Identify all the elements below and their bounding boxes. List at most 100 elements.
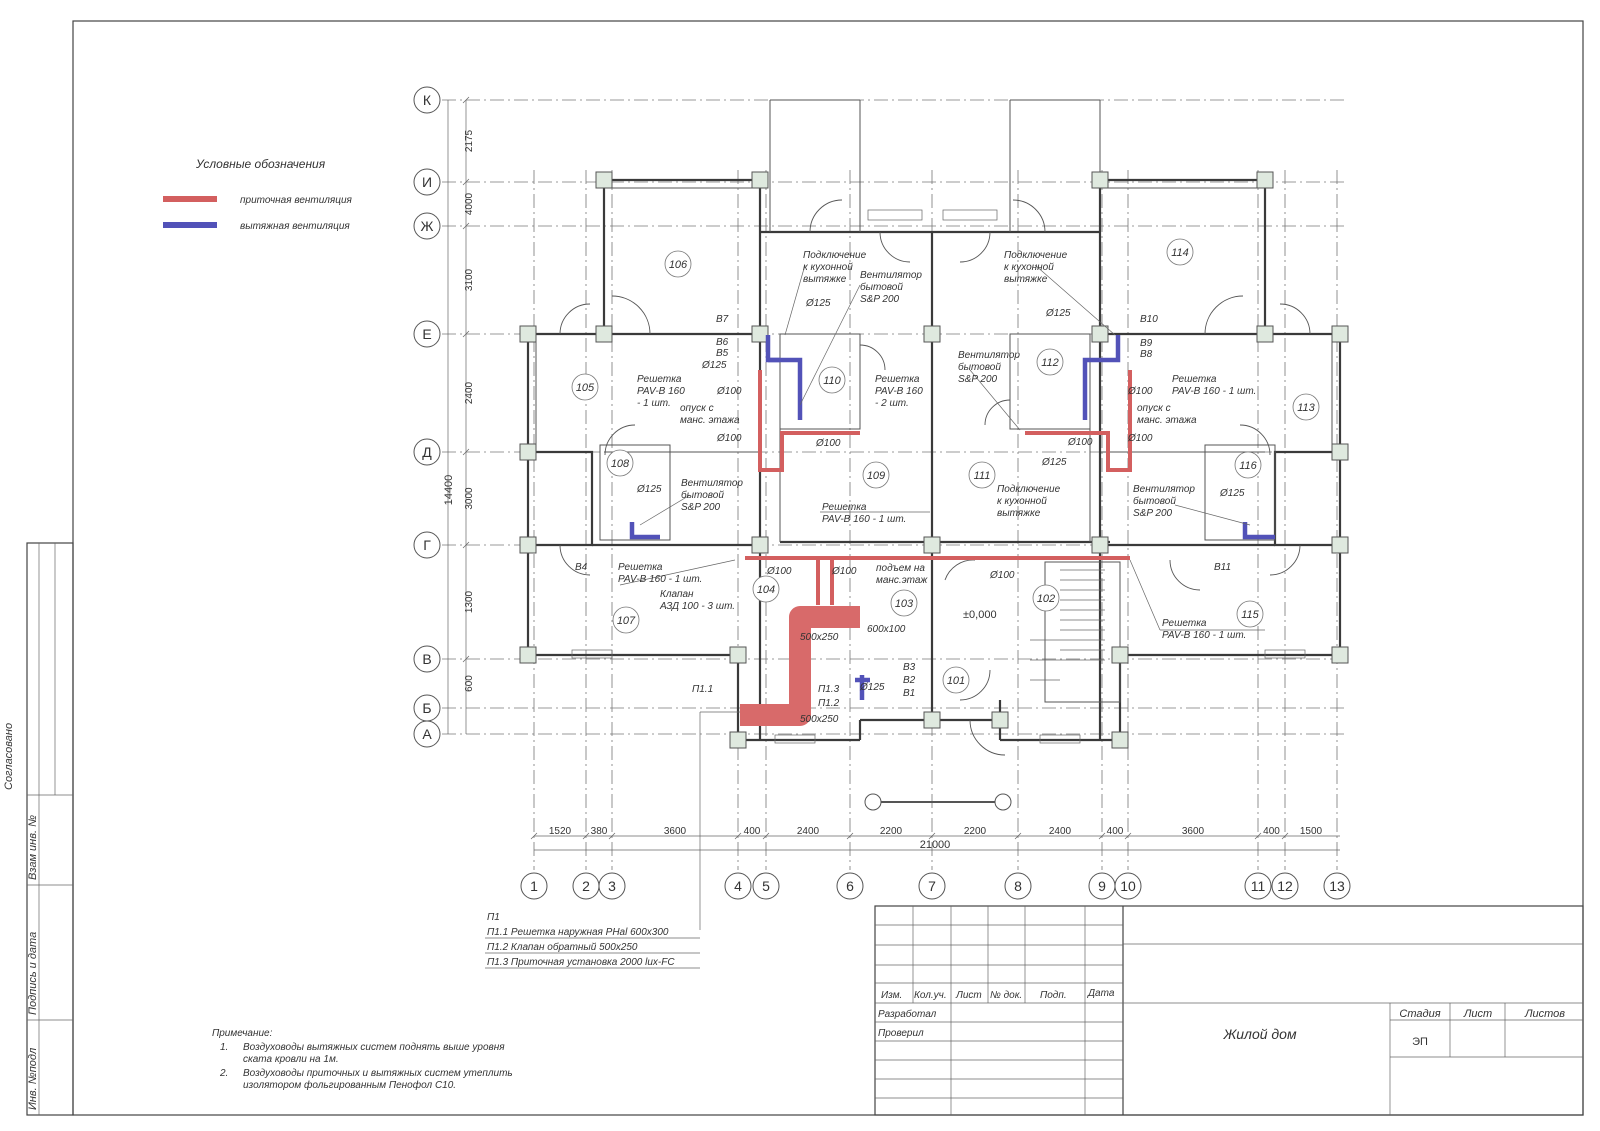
dim-tick — [462, 541, 470, 549]
room-bubble — [1236, 600, 1264, 628]
column — [1331, 443, 1349, 461]
dim-tick — [928, 832, 936, 840]
axis-col-bubble — [1323, 872, 1351, 900]
column — [519, 443, 537, 461]
label-drop-left: манс. этажа — [680, 415, 740, 426]
stamp-sheets-label: Листов — [1524, 1008, 1565, 1020]
label-d100: Ø100 — [1127, 386, 1153, 397]
dim-tick — [530, 832, 538, 840]
axis-col-label: 1 — [530, 878, 538, 894]
axis-row-bubble — [413, 531, 441, 559]
dim-vertical: 2400 — [464, 381, 475, 404]
column — [1256, 171, 1274, 189]
room-bubble — [862, 461, 890, 489]
axis-col-label: 3 — [608, 878, 616, 894]
svg-text:1.: 1. — [220, 1042, 228, 1053]
dim-horizontal: 2200 — [964, 826, 987, 837]
room-number: 108 — [611, 458, 630, 470]
label-grille-109: PAV-B 160 — [875, 386, 923, 397]
side-sign-date: Подпись и дата — [27, 932, 39, 1015]
label-system-7: В7 — [716, 314, 729, 325]
label-system-3: В3 — [903, 662, 916, 673]
dim-vertical: 2175 — [464, 129, 475, 152]
axis-col-label: 5 — [762, 878, 770, 894]
label-grille-107: Решетка — [618, 562, 663, 573]
dim-tick — [1098, 832, 1106, 840]
room-bubble — [1292, 393, 1320, 421]
label-d125: Ø125 — [1041, 457, 1067, 468]
dim-total-vertical: 14400 — [443, 475, 455, 506]
label-grille-113: Решетка — [1172, 374, 1217, 385]
axis-col-label: 11 — [1251, 878, 1266, 894]
dim-tick — [1254, 832, 1262, 840]
axis-row-bubble — [413, 86, 441, 114]
axis-row-bubble — [413, 645, 441, 673]
label-system-10: В10 — [1140, 314, 1158, 325]
label-grille-109b: PAV-B 160 - 1 шт. — [822, 514, 906, 525]
svg-text:Подп.: Подп. — [1040, 990, 1067, 1001]
label-fan-108: S&P 200 — [681, 502, 721, 513]
dim-tick — [608, 832, 616, 840]
notes-title: Примечание: — [212, 1028, 273, 1039]
axis-row-bubble — [413, 168, 441, 196]
label-kitchen-left: к кухонной — [803, 262, 853, 273]
axis-row-label: И — [422, 174, 432, 190]
building-walls — [526, 99, 1342, 756]
sheet-frame — [72, 20, 1584, 1116]
label-valve: АЗД 100 - 3 шт. — [659, 601, 735, 612]
label-d100: Ø100 — [989, 570, 1015, 581]
room-number: 116 — [1239, 460, 1257, 472]
column — [1331, 646, 1349, 664]
axis-row-bubble — [413, 720, 441, 748]
spec-row-2: П1.2 Клапан обратный 500x250 — [487, 941, 638, 953]
side-stamp: Согласовано Взам инв. № Подпись и дата И… — [3, 542, 74, 1116]
label-d100: Ø100 — [716, 386, 742, 397]
axis-col-label: 6 — [846, 878, 854, 894]
side-inv-orig: Инв. №подл — [27, 1048, 39, 1110]
label-system-11: В11 — [1214, 562, 1231, 573]
column — [729, 731, 747, 749]
label-d125: Ø125 — [859, 682, 885, 693]
axis-col-label: 8 — [1014, 878, 1022, 894]
axis-col-bubble — [1244, 872, 1272, 900]
label-d100: Ø100 — [815, 438, 841, 449]
axis-row-label: Г — [423, 537, 431, 553]
label-duct-500x250: 500x250 — [800, 714, 839, 725]
dim-horizontal: 1520 — [549, 826, 572, 837]
stamp-developed: Разработал — [878, 1008, 937, 1020]
column — [519, 646, 537, 664]
dim-vertical: 3100 — [464, 268, 475, 291]
dim-tick — [462, 330, 470, 338]
label-grille-105: - 1 шт. — [637, 398, 671, 409]
level-mark: ±0,000 — [963, 609, 997, 621]
label-kitchen-left: Подключение — [803, 250, 867, 261]
column — [1111, 646, 1129, 664]
leader-lines — [619, 264, 1265, 930]
column — [1091, 536, 1109, 554]
room-bubble — [1036, 348, 1064, 376]
axis-col-label: 2 — [582, 878, 590, 894]
supply-ducts — [740, 370, 1132, 726]
axis-row-bubble — [413, 320, 441, 348]
room-bubble — [890, 589, 918, 617]
label-rise: манс.этаж — [876, 575, 928, 586]
label-grille-109: Решетка — [875, 374, 920, 385]
room-bubble — [1032, 584, 1060, 612]
room-bubble — [612, 606, 640, 634]
dimension-lines: 21000 14400 — [443, 100, 1340, 851]
label-d100: Ø100 — [716, 433, 742, 444]
dim-tick — [1124, 832, 1132, 840]
label-system-4: В4 — [575, 562, 588, 573]
room-number: 113 — [1297, 402, 1315, 414]
label-valve: Клапан — [660, 589, 694, 600]
dim-horizontal: 400 — [1263, 826, 1280, 837]
title-block: Изм. Кол.уч. Лист № док. Подп. Дата Разр… — [874, 905, 1584, 1116]
column — [1111, 731, 1129, 749]
dim-tick — [462, 96, 470, 104]
room-number: 104 — [757, 584, 775, 596]
label-system-2: В2 — [903, 675, 916, 686]
label-d100: Ø100 — [1067, 437, 1093, 448]
axis-col-bubble — [836, 872, 864, 900]
dim-horizontal: 380 — [591, 826, 608, 837]
